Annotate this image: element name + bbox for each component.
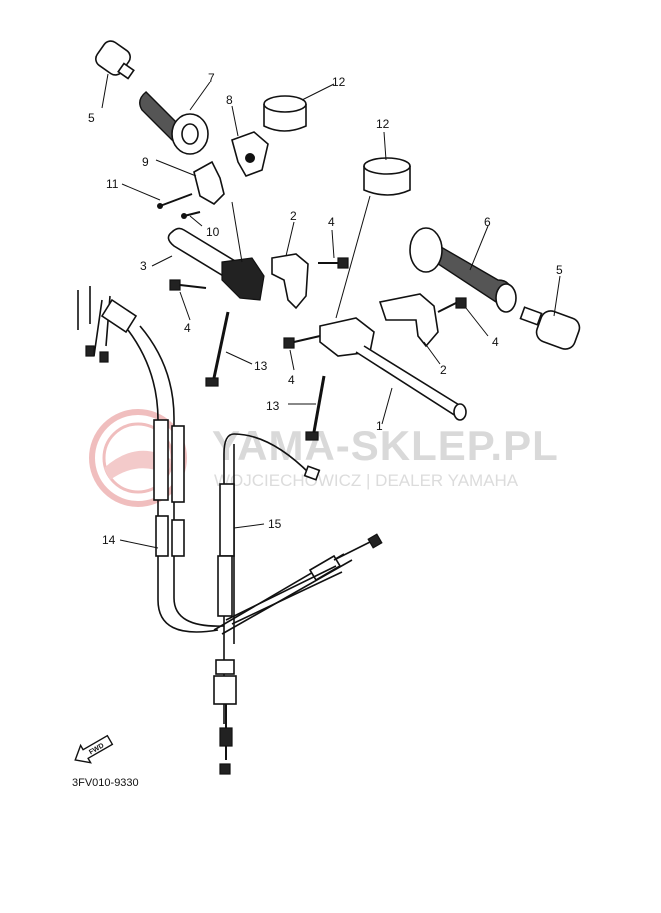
- callout-1: 1: [376, 419, 383, 433]
- callout-4-b: 4: [328, 215, 335, 229]
- watermark-subtitle: WOJCIECHOWICZ | DEALER YAMAHA: [214, 471, 519, 490]
- throttle-grip: [139, 91, 209, 155]
- forward-marker-label: FWD: [88, 742, 105, 756]
- callout-12-lower: 12: [376, 117, 390, 131]
- callout-5-right: 5: [556, 263, 563, 277]
- callout-9: 9: [142, 155, 149, 169]
- callout-4-d: 4: [492, 335, 499, 349]
- handle-grip-right: [409, 227, 517, 313]
- handle-collar-lower: [363, 157, 411, 196]
- callout-12-upper: 12: [332, 75, 346, 89]
- bolt-4-a: [169, 279, 207, 291]
- callout-8: 8: [226, 93, 233, 107]
- callout-11: 11: [106, 177, 119, 191]
- bar-end-weight-left: [95, 40, 135, 80]
- callout-2-left: 2: [290, 209, 297, 223]
- callout-13-right: 13: [266, 399, 280, 413]
- forward-arrow: FWD: [74, 734, 114, 764]
- callout-10: 10: [206, 225, 220, 239]
- callout-5-left: 5: [88, 111, 95, 125]
- screw-10: [181, 211, 201, 219]
- callout-labels: 5 7 12 12 8 9 11 10 3 2 4 4 4 4 2 13 13 …: [88, 71, 563, 547]
- watermark-brand: YAMA-SKLEP.PL: [212, 422, 559, 469]
- callout-13-left: 13: [254, 359, 268, 373]
- bolt-4-b: [318, 257, 349, 269]
- watermark-logo: [89, 409, 187, 507]
- screw-11: [157, 193, 193, 209]
- diagram-code: 3FV010-9330: [72, 777, 139, 789]
- upper-handle-holder-right: [378, 293, 439, 348]
- bolt-4-c: [283, 335, 321, 349]
- upper-handle-holder-left: [271, 253, 309, 310]
- throttle-housing: [193, 160, 225, 205]
- callout-15: 15: [268, 517, 282, 531]
- leader-lines: [101, 73, 561, 549]
- throttle-cable-15: [213, 433, 343, 775]
- callout-14: 14: [102, 533, 116, 547]
- callout-6: 6: [484, 215, 491, 229]
- handlebar-right: [319, 317, 467, 421]
- bar-end-weight-right: [519, 306, 581, 350]
- handlebar-left: [167, 227, 265, 301]
- callout-7: 7: [208, 71, 215, 85]
- bolt-4-d: [437, 297, 467, 313]
- throttle-cable-14: [77, 286, 383, 635]
- bolt-13-left: [205, 311, 230, 387]
- handle-collar-upper: [263, 95, 307, 132]
- callout-4-c: 4: [288, 373, 295, 387]
- callout-2-right: 2: [440, 363, 447, 377]
- throttle-cable-guide: [231, 131, 269, 177]
- callout-3: 3: [140, 259, 147, 273]
- callout-4-a: 4: [184, 321, 191, 335]
- bolt-13-right: [305, 375, 326, 441]
